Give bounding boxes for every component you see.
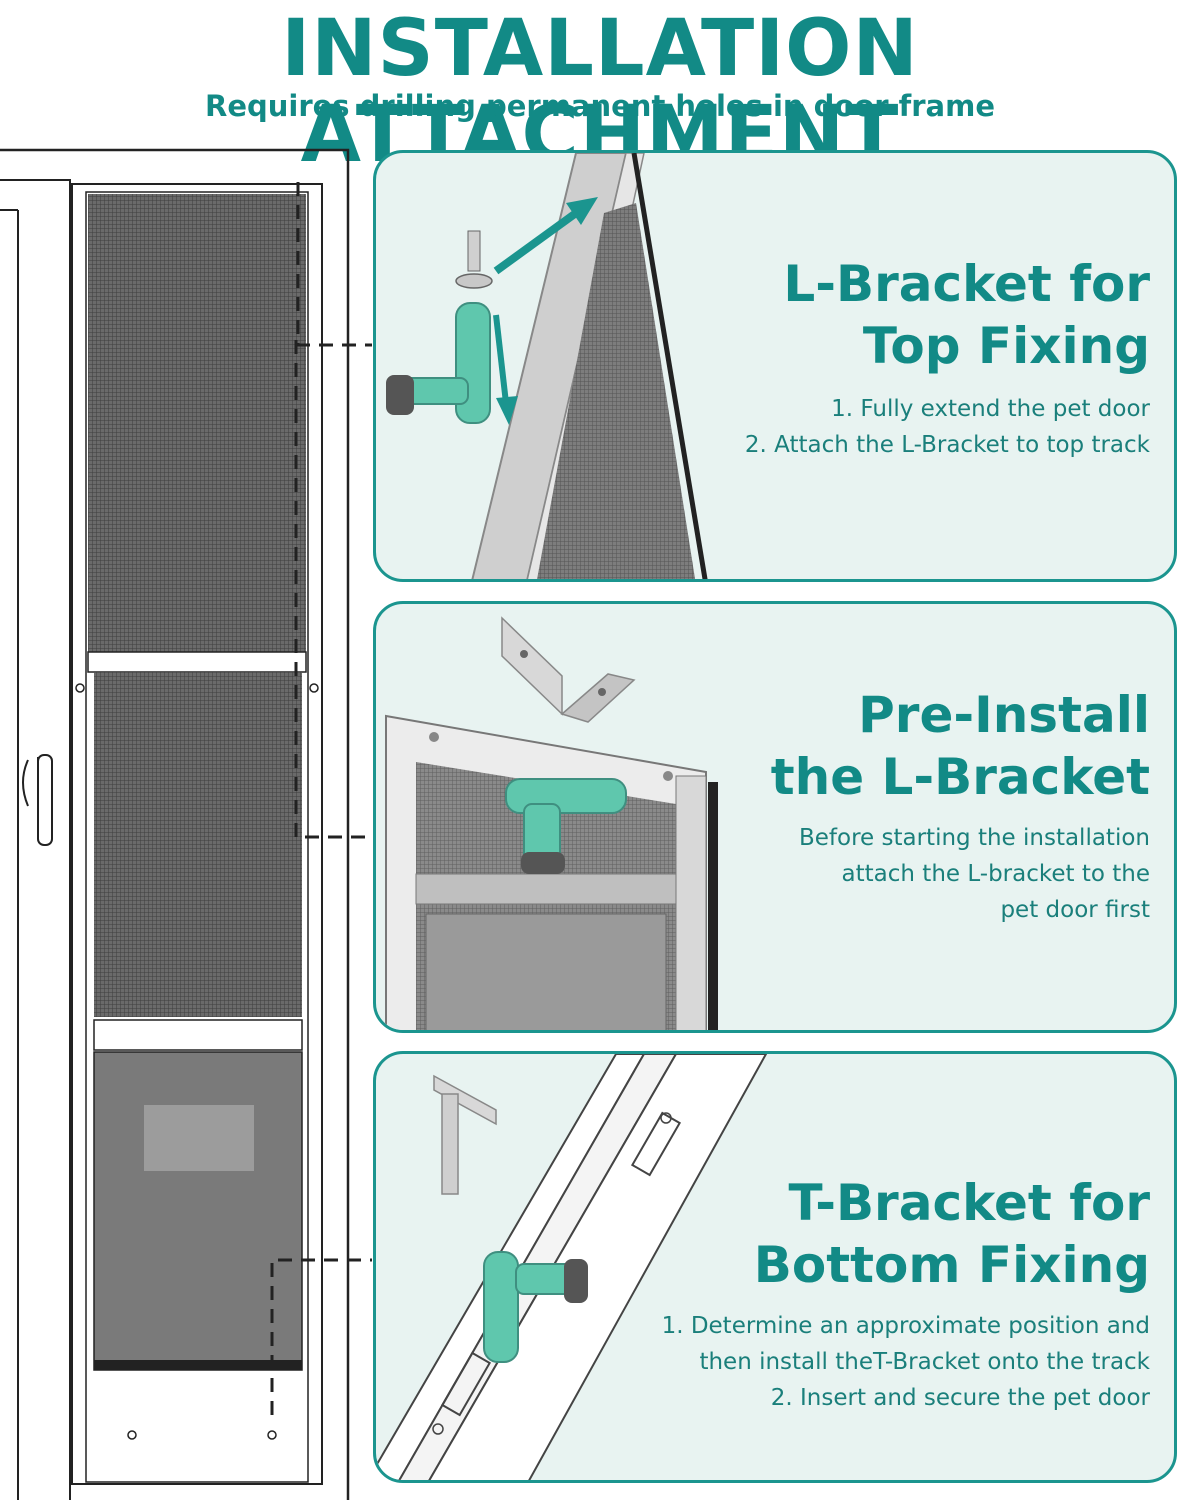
page-title: INSTALLATION ATTACHMENT: [281, 4, 919, 180]
step-instruction: 1. Determine an approximate position and: [661, 1313, 1150, 1339]
step-instruction: attach the L-bracket to the: [841, 861, 1150, 887]
step-panel-bottom-fixing: T-Bracket for Bottom Fixing 1. Determine…: [373, 1051, 1177, 1483]
l-bracket-icon: [501, 616, 636, 723]
drill-icon: [386, 302, 491, 424]
step-heading-line: Pre-Install: [858, 686, 1150, 744]
screw-icon: [455, 230, 493, 289]
step-instruction: Before starting the installation: [798, 825, 1150, 851]
step-text-bottom-fixing: T-Bracket for Bottom Fixing 1. Determine…: [662, 1172, 1150, 1416]
sliding-door-illustration: [0, 148, 372, 1500]
top-track-illustration: [386, 153, 708, 579]
step-instruction: 2. Attach the L-Bracket to top track: [744, 432, 1150, 458]
drill-icon: [483, 1251, 588, 1363]
step-heading-line: Bottom Fixing: [753, 1236, 1150, 1294]
bottom-track-illustration: [376, 1054, 768, 1480]
step-instruction: 1. Fully extend the pet door: [831, 396, 1150, 422]
page-subtitle: Requires drilling permanent holes in doo…: [204, 89, 996, 123]
step-panel-top-fixing: L-Bracket for Top Fixing 1. Fully extend…: [373, 150, 1177, 582]
step-heading-line: Top Fixing: [862, 317, 1150, 375]
pre-install-illustration: [385, 616, 718, 1030]
step-heading-line: the L-Bracket: [770, 748, 1150, 806]
step-panel-pre-install: Pre-Install the L-Bracket Before startin…: [373, 601, 1177, 1033]
step-instruction: then install theT-Bracket onto the track: [699, 1349, 1150, 1375]
step-text-pre-install: Pre-Install the L-Bracket Before startin…: [771, 684, 1150, 928]
drill-icon: [505, 778, 627, 874]
step-heading-line: L-Bracket for: [783, 255, 1150, 313]
step-instruction: 2. Insert and secure the pet door: [770, 1385, 1150, 1411]
t-bracket-icon: [433, 1074, 497, 1195]
step-instruction: pet door first: [1000, 897, 1150, 923]
step-text-top-fixing: L-Bracket for Top Fixing 1. Fully extend…: [745, 253, 1150, 463]
step-heading-line: T-Bracket for: [788, 1174, 1150, 1232]
